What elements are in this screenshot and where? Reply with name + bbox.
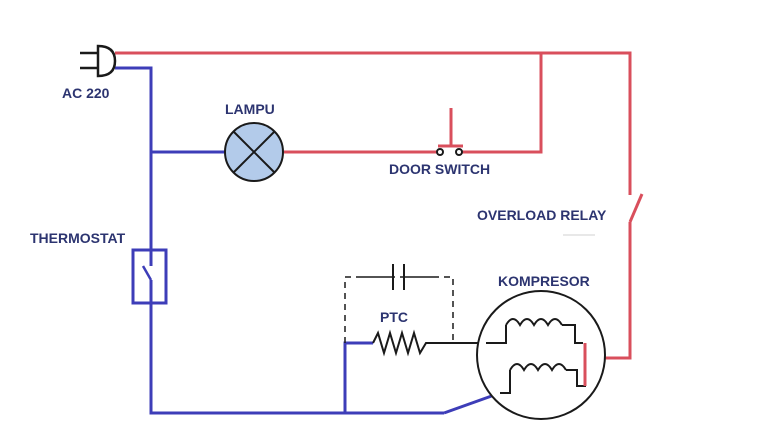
thermostat-switch-icon	[131, 248, 168, 305]
ptc-label: PTC	[380, 309, 408, 325]
overload-relay-label: OVERLOAD RELAY	[477, 207, 607, 223]
neutral-wire-ptc-branch	[343, 341, 373, 413]
capacitor-icon	[344, 264, 454, 343]
neutral-wire-main	[115, 66, 153, 250]
compressor-label: KOMPRESOR	[498, 273, 590, 289]
live-wire-door-switch-branch	[462, 53, 543, 154]
overload-relay-switch-icon	[628, 193, 644, 223]
resistor-icon	[372, 329, 486, 357]
door-switch-label: DOOR SWITCH	[389, 161, 491, 177]
compressor-motor-icon	[476, 290, 606, 420]
neutral-wires	[115, 66, 501, 415]
live-wire-top	[115, 51, 632, 195]
plug-icon	[80, 44, 117, 78]
neutral-wire-to-compressor	[443, 391, 501, 415]
faint-line	[563, 234, 595, 236]
ac-source-label: AC 220	[62, 85, 110, 101]
lamp-icon	[224, 122, 284, 182]
door-switch-icon	[436, 108, 463, 156]
thermostat-label: THERMOSTAT	[30, 230, 126, 246]
lamp-label: LAMPU	[225, 101, 275, 117]
